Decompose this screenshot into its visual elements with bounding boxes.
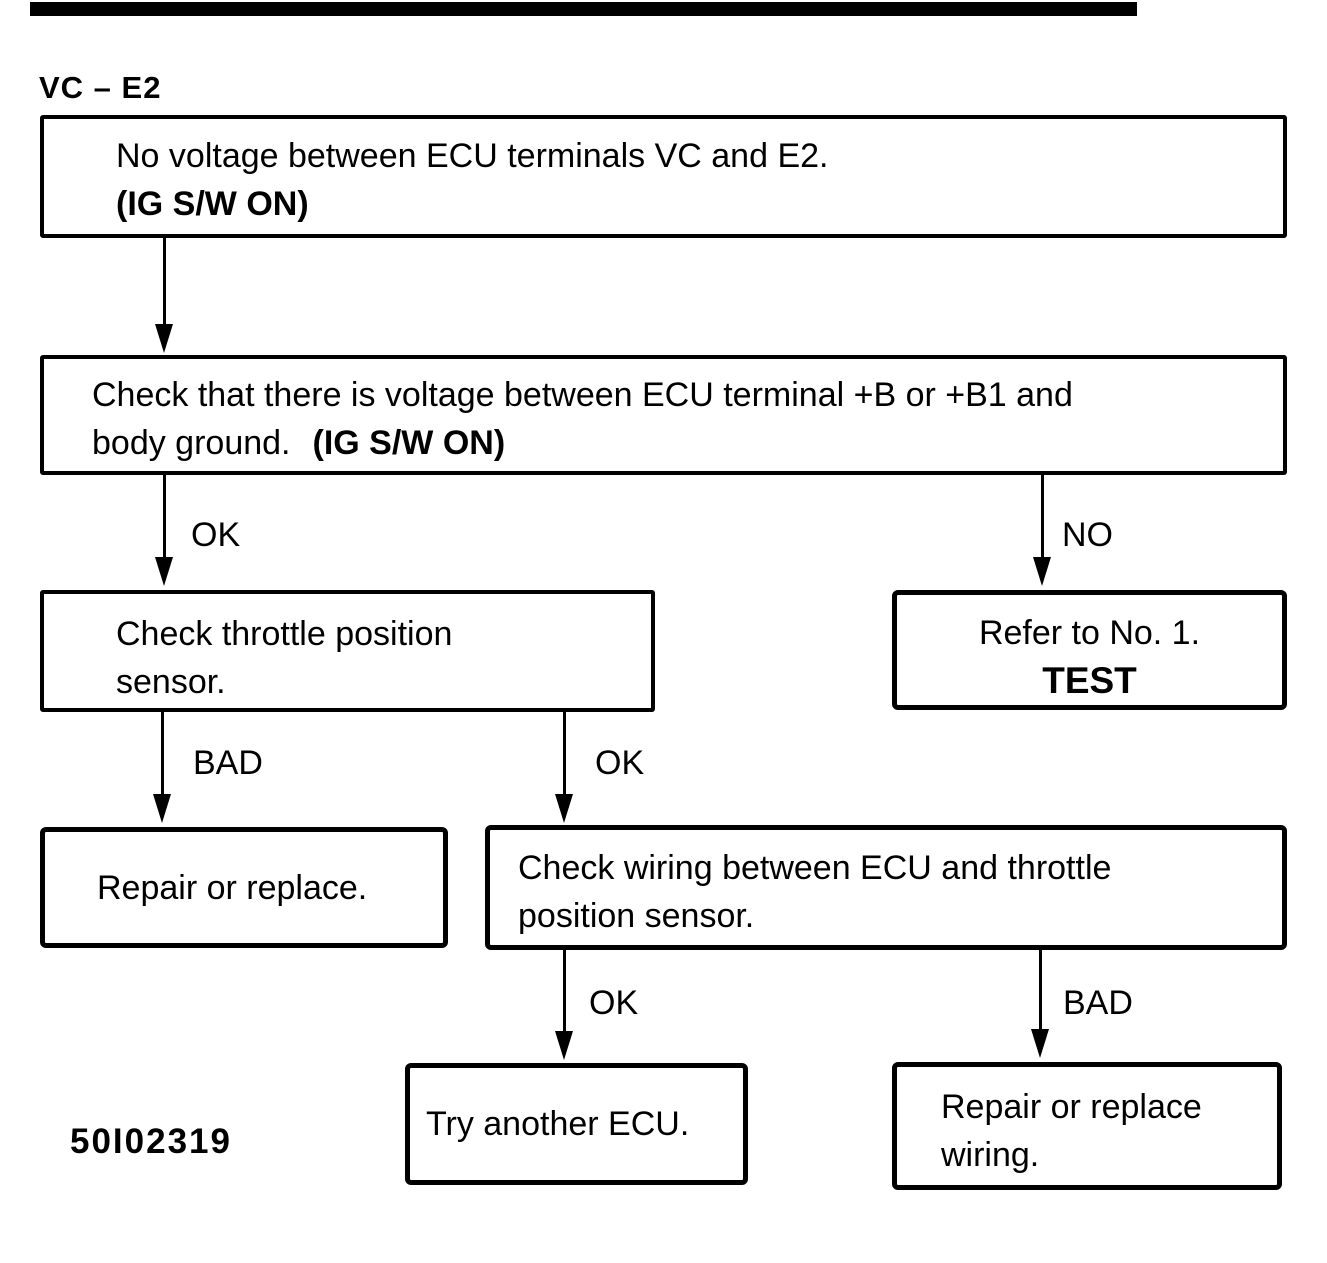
flow-arrow-ok3-line: [563, 950, 566, 1033]
flow-arrow-bad2-line: [1039, 950, 1042, 1031]
flow-box-check-voltage-line2a: body ground.: [92, 424, 291, 462]
flow-box-refer-test-line1: Refer to No. 1.: [978, 614, 1201, 652]
flow-box-check-voltage-line2: body ground. (IG S/W ON): [92, 419, 1263, 467]
flow-box-symptom-line2: (IG S/W ON): [116, 185, 309, 223]
flow-box-repair-wiring: Repair or replace wiring.: [892, 1062, 1282, 1190]
flow-box-check-voltage-line2b: (IG S/W ON): [312, 424, 506, 462]
flow-arrow-ok2-head: [555, 794, 573, 823]
flow-arrow-ok1-line: [163, 475, 166, 559]
flow-box-symptom-line1: No voltage between ECU terminals VC and …: [116, 137, 829, 175]
flow-box-check-wiring: Check wiring between ECU and throttle po…: [485, 825, 1287, 950]
flow-arrow-1-head: [155, 324, 173, 353]
edge-label-ok-2: OK: [595, 744, 645, 782]
flow-box-try-ecu-line1: Try another ECU.: [426, 1105, 690, 1143]
edge-label-bad-1: BAD: [193, 744, 263, 782]
flow-box-check-tps-line1: Check throttle position: [116, 615, 453, 653]
edge-label-no: NO: [1062, 516, 1113, 554]
flow-arrow-bad2-head: [1031, 1029, 1049, 1058]
doc-code: 50I02319: [70, 1122, 232, 1161]
flow-arrow-1-line: [163, 238, 166, 326]
edge-label-ok-3: OK: [589, 984, 639, 1022]
flow-box-refer-test-line2: TEST: [1042, 660, 1137, 701]
flow-arrow-bad1-head: [153, 794, 171, 823]
flow-box-repair-wiring-line2: wiring.: [941, 1136, 1040, 1174]
flow-box-check-wiring-line2: position sensor.: [518, 897, 755, 935]
flow-arrow-bad1-line: [161, 712, 164, 796]
flow-box-check-tps: Check throttle position sensor.: [40, 590, 655, 712]
flow-box-check-tps-line2: sensor.: [116, 663, 226, 701]
flow-box-symptom: No voltage between ECU terminals VC and …: [40, 115, 1287, 238]
flow-arrow-ok1-head: [155, 557, 173, 586]
flow-arrow-ok2-line: [563, 712, 566, 796]
flow-box-check-voltage: Check that there is voltage between ECU …: [40, 355, 1287, 475]
flow-box-repair-replace-line1: Repair or replace.: [97, 868, 368, 907]
flow-box-refer-test: Refer to No. 1. TEST: [892, 590, 1287, 710]
page-title: VC – E2: [39, 70, 162, 105]
flow-arrow-no-head: [1033, 557, 1051, 586]
scan-artifact-top-bar: [30, 2, 1137, 16]
flow-arrow-ok3-head: [555, 1031, 573, 1060]
flow-arrow-no-line: [1041, 475, 1044, 559]
flow-box-repair-wiring-line1: Repair or replace: [941, 1088, 1202, 1126]
edge-label-ok-1: OK: [191, 516, 241, 554]
flow-box-repair-replace: Repair or replace.: [40, 827, 448, 948]
flow-box-try-ecu: Try another ECU.: [405, 1063, 748, 1185]
flow-box-check-voltage-line1: Check that there is voltage between ECU …: [92, 376, 1073, 414]
edge-label-bad-2: BAD: [1063, 984, 1133, 1022]
flow-box-check-wiring-line1: Check wiring between ECU and throttle: [518, 849, 1112, 887]
